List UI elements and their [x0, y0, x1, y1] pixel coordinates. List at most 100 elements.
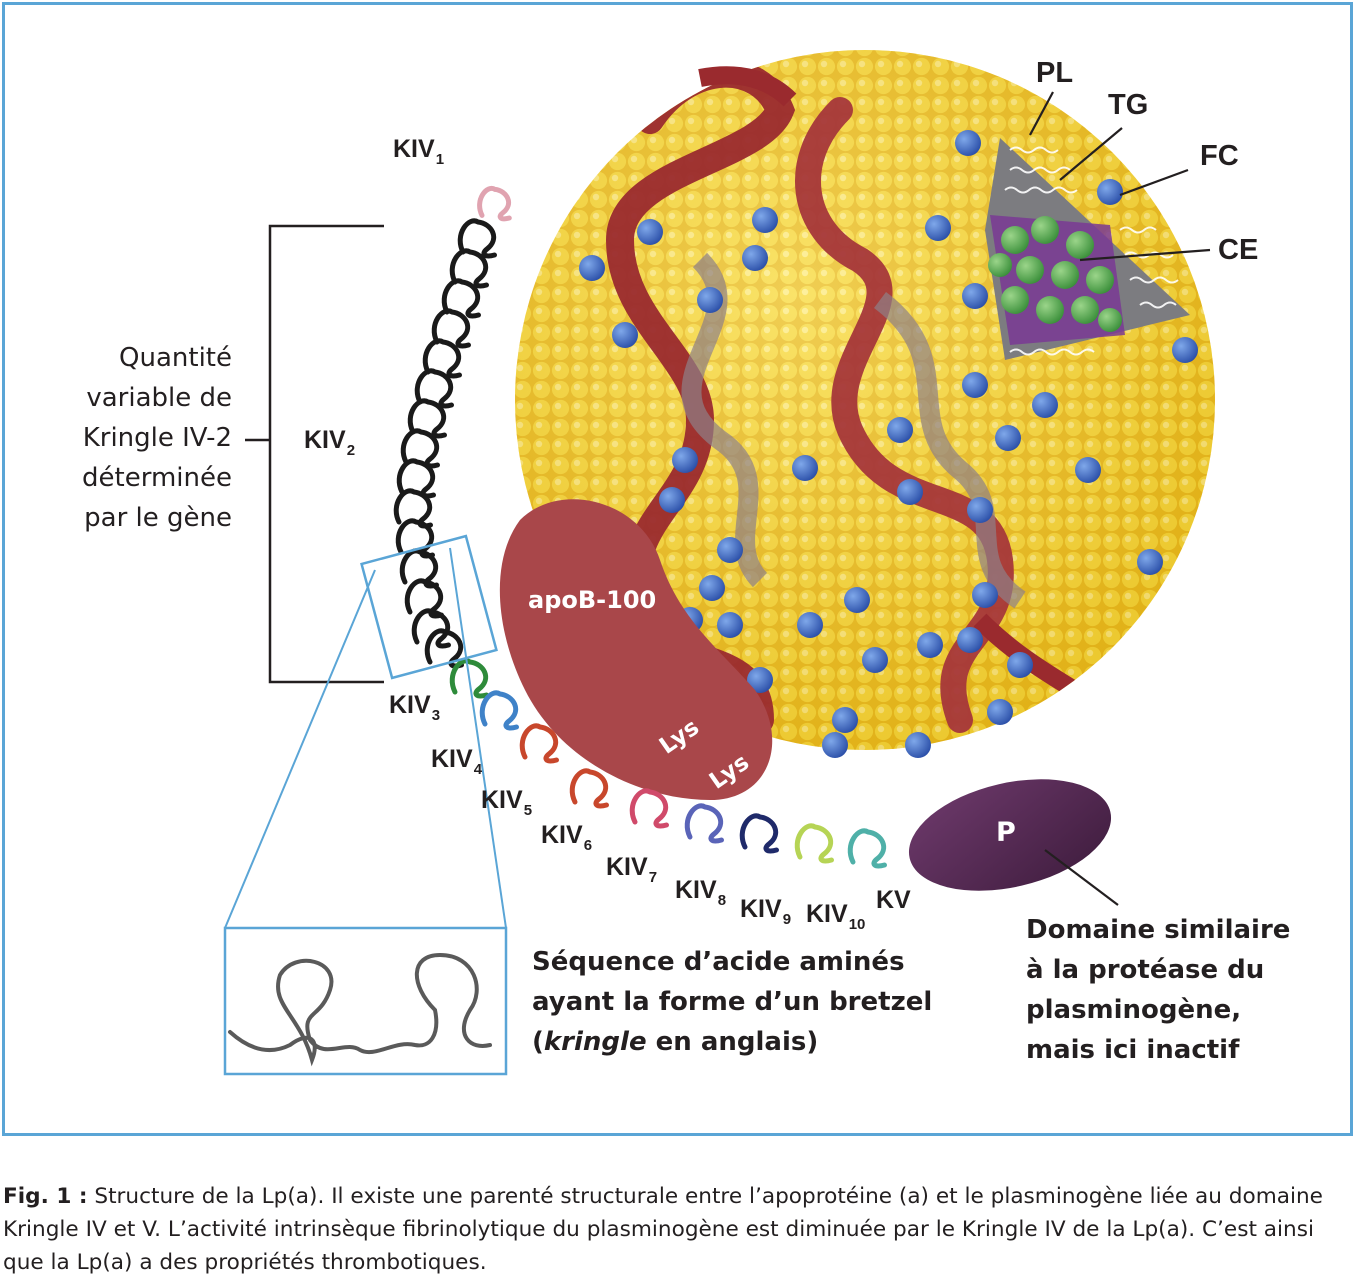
- blue-dot: [717, 612, 743, 638]
- blue-dot: [862, 647, 888, 673]
- blue-dot: [699, 575, 725, 601]
- label-kiv1: KIV1: [393, 135, 445, 168]
- domain-line: Domaine similaire: [1026, 915, 1291, 945]
- kringle-loop: [794, 823, 834, 864]
- blue-dot: [1075, 457, 1101, 483]
- blue-dot: [1172, 337, 1198, 363]
- kringle-loop: [414, 368, 454, 409]
- side-line: par le gène: [84, 503, 232, 533]
- blue-dot: [957, 627, 983, 653]
- core-cutaway: [985, 138, 1190, 360]
- kringle-loop: [629, 788, 669, 829]
- blue-dot: [612, 322, 638, 348]
- blue-dot: [897, 479, 923, 505]
- blue-dot: [967, 497, 993, 523]
- lpa-diagram: [223, 50, 1215, 1076]
- label-fc: FC: [1200, 140, 1239, 172]
- kringle-loop: [441, 278, 481, 319]
- blue-dot: [797, 612, 823, 638]
- blue-dot: [925, 215, 951, 241]
- kringle-loop: [422, 338, 462, 379]
- side-line: déterminée: [82, 463, 232, 493]
- kringle-loop: [407, 398, 447, 439]
- blue-dot: [659, 487, 685, 513]
- label-ce: CE: [1218, 234, 1259, 266]
- blue-dot: [832, 707, 858, 733]
- label-kiv4: KIV4: [431, 745, 483, 778]
- free-cholesterol-dots: [579, 130, 1198, 758]
- apob-ribbon-top: [698, 66, 797, 107]
- blue-dot: [822, 732, 848, 758]
- blue-dot: [747, 667, 773, 693]
- kringle-loop: [477, 185, 512, 222]
- blue-dot: [962, 283, 988, 309]
- kringle-chain: [393, 185, 887, 869]
- blue-dot: [1007, 652, 1033, 678]
- kringle-loop: [479, 690, 519, 731]
- blue-dot: [995, 425, 1021, 451]
- domain-line: mais ici inactif: [1026, 1035, 1240, 1065]
- sequence-line-3: (kringle en anglais): [532, 1027, 819, 1057]
- zoom-source-box: [360, 534, 498, 680]
- blue-dot: [917, 632, 943, 658]
- label-kiv10: KIV10: [806, 900, 866, 933]
- label-kiv3: KIV3: [389, 691, 441, 724]
- blue-dot: [637, 219, 663, 245]
- figure-caption: Fig. 1 : Structure de la Lp(a). Il exist…: [3, 1184, 1323, 1275]
- apob-100-domain: [499, 499, 773, 800]
- side-line: Quantité: [119, 343, 232, 373]
- protease-explanation: Domaine similaire à la protéase du plasm…: [1026, 910, 1290, 1070]
- sequence-line-1: Séquence d’acide aminés: [532, 947, 905, 977]
- label-kiv2: KIV2: [304, 426, 356, 459]
- kringle-loop: [431, 308, 471, 349]
- blue-dot: [752, 207, 778, 233]
- kringle-loop: [449, 248, 489, 289]
- blue-dot: [1032, 392, 1058, 418]
- kringle-loop: [449, 658, 489, 699]
- kringle-loop: [404, 578, 444, 619]
- zoomed-kringle-sequence: [228, 952, 492, 1067]
- label-p: P: [996, 817, 1016, 848]
- kringle-loop: [684, 803, 724, 844]
- blue-dot: [844, 587, 870, 613]
- kringle-loop: [569, 768, 609, 809]
- kringle-loop: [457, 218, 497, 259]
- kringle-loop: [519, 723, 559, 764]
- blue-dot: [962, 372, 988, 398]
- label-kv: KV: [876, 886, 911, 914]
- side-line: Kringle IV-2: [82, 423, 232, 453]
- blue-dot: [717, 537, 743, 563]
- blue-dot: [579, 255, 605, 281]
- blue-dot: [792, 455, 818, 481]
- blue-dot: [1137, 549, 1163, 575]
- label-kiv5: KIV5: [481, 786, 533, 819]
- sequence-explanation: Séquence d’acide aminés ayant la forme d…: [532, 942, 932, 1062]
- label-kiv8: KIV8: [675, 876, 727, 909]
- blue-dot: [905, 732, 931, 758]
- kringle-loop: [424, 628, 464, 669]
- blue-dot: [887, 417, 913, 443]
- label-kiv7: KIV7: [606, 853, 658, 886]
- sequence-line-2: ayant la forme d’un bretzel: [532, 987, 933, 1017]
- pointer-lines: [1029, 91, 1211, 906]
- label-tg: TG: [1108, 89, 1149, 121]
- kringle-loop: [411, 608, 451, 649]
- blue-dot: [742, 245, 768, 271]
- variable-quantity-text: Quantité variable de Kringle IV-2 déterm…: [0, 338, 232, 538]
- label-kiv9: KIV9: [740, 895, 792, 928]
- kringle-loop: [399, 548, 439, 589]
- blue-dot: [1097, 179, 1123, 205]
- side-line: variable de: [86, 383, 232, 413]
- blue-dot: [955, 130, 981, 156]
- label-apob-100: apoB-100: [528, 586, 657, 614]
- kringle-loop: [739, 813, 779, 854]
- blue-dot: [972, 582, 998, 608]
- zoom-callout: [223, 534, 508, 1076]
- blue-dot: [697, 287, 723, 313]
- blue-dot: [987, 699, 1013, 725]
- label-pl: PL: [1036, 57, 1074, 89]
- blue-dot: [672, 447, 698, 473]
- domain-line: plasminogène,: [1026, 995, 1242, 1025]
- kringle-loop: [847, 828, 887, 869]
- label-kiv6: KIV6: [541, 821, 593, 854]
